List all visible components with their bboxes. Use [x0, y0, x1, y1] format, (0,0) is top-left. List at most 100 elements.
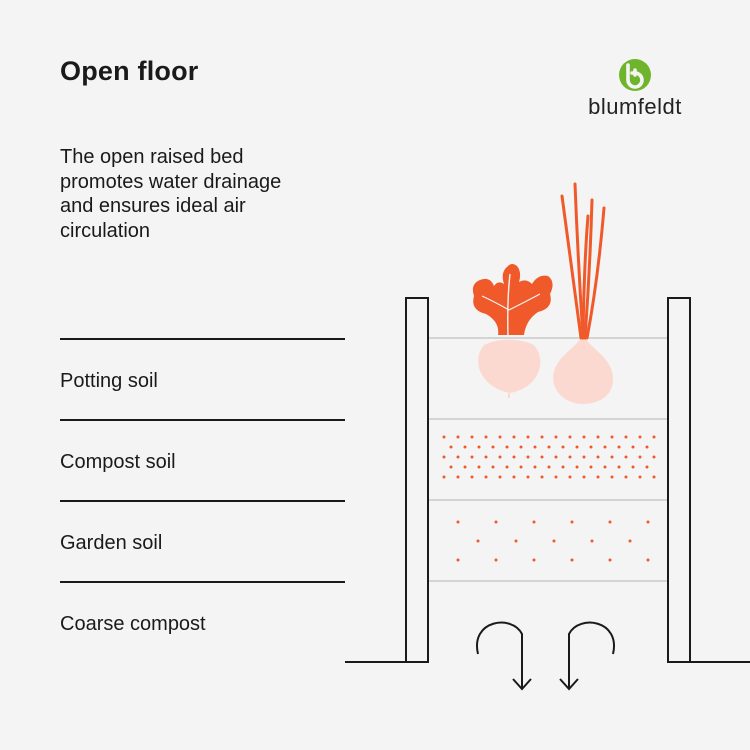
- soil-dot: [569, 436, 572, 439]
- soil-dot: [555, 436, 558, 439]
- soil-dot: [477, 540, 480, 543]
- soil-dot: [625, 456, 628, 459]
- soil-dot: [450, 466, 453, 469]
- soil-dot: [533, 521, 536, 524]
- left-wall: [406, 298, 428, 662]
- soil-dot: [492, 466, 495, 469]
- soil-dot: [471, 476, 474, 479]
- soil-dot: [513, 476, 516, 479]
- soil-dot: [590, 466, 593, 469]
- soil-dot: [485, 436, 488, 439]
- soil-dot: [590, 446, 593, 449]
- soil-dot: [495, 559, 498, 562]
- soil-dot: [647, 521, 650, 524]
- soil-dot: [513, 456, 516, 459]
- soil-dot: [520, 466, 523, 469]
- soil-dot: [629, 540, 632, 543]
- soil-dot: [533, 559, 536, 562]
- soil-dot: [597, 456, 600, 459]
- soil-dot: [548, 446, 551, 449]
- soil-dot: [555, 476, 558, 479]
- soil-dot: [499, 436, 502, 439]
- soil-dot: [506, 446, 509, 449]
- soil-dot: [464, 466, 467, 469]
- soil-dot: [562, 466, 565, 469]
- soil-dot: [495, 521, 498, 524]
- soil-dot: [632, 466, 635, 469]
- soil-dot: [646, 446, 649, 449]
- soil-dot: [443, 456, 446, 459]
- soil-dot: [625, 436, 628, 439]
- soil-dot: [499, 476, 502, 479]
- soil-dot: [571, 521, 574, 524]
- soil-dot: [520, 446, 523, 449]
- soil-dot: [604, 446, 607, 449]
- soil-dot: [639, 456, 642, 459]
- soil-dot: [569, 476, 572, 479]
- soil-dot: [653, 476, 656, 479]
- airflow-arrow-icon: [560, 623, 614, 689]
- soil-dot: [471, 456, 474, 459]
- soil-dot: [534, 466, 537, 469]
- soil-dot: [464, 446, 467, 449]
- soil-dot: [478, 446, 481, 449]
- soil-dot: [499, 456, 502, 459]
- soil-dot: [611, 456, 614, 459]
- soil-dot: [457, 476, 460, 479]
- soil-dot: [653, 456, 656, 459]
- soil-dot: [609, 521, 612, 524]
- soil-dot: [618, 446, 621, 449]
- soil-dot: [597, 476, 600, 479]
- soil-dot: [611, 476, 614, 479]
- soil-dot: [611, 436, 614, 439]
- soil-dot: [653, 436, 656, 439]
- soil-dot: [591, 540, 594, 543]
- soil-dot: [457, 521, 460, 524]
- soil-dot: [576, 446, 579, 449]
- onion-icon: [553, 184, 613, 404]
- soil-dot: [527, 476, 530, 479]
- soil-dot: [534, 446, 537, 449]
- soil-dot: [541, 456, 544, 459]
- soil-dot: [513, 436, 516, 439]
- soil-dot: [527, 436, 530, 439]
- soil-dot: [609, 559, 612, 562]
- soil-dot: [632, 446, 635, 449]
- soil-dot: [485, 476, 488, 479]
- soil-dot: [548, 466, 551, 469]
- soil-dot: [569, 456, 572, 459]
- drainage-arrow-icon: [477, 623, 531, 689]
- soil-dot: [471, 436, 474, 439]
- soil-dot: [485, 456, 488, 459]
- soil-dot: [443, 476, 446, 479]
- soil-dot: [443, 436, 446, 439]
- soil-dot: [625, 476, 628, 479]
- soil-dot: [515, 540, 518, 543]
- beetroot-icon: [473, 264, 553, 398]
- right-wall: [668, 298, 690, 662]
- soil-dot: [553, 540, 556, 543]
- soil-dot: [647, 559, 650, 562]
- soil-dot: [457, 436, 460, 439]
- soil-dot: [583, 436, 586, 439]
- soil-dot: [618, 466, 621, 469]
- soil-dot: [583, 476, 586, 479]
- soil-dot: [541, 476, 544, 479]
- garden-soil-dots: [457, 521, 650, 562]
- soil-dot: [639, 476, 642, 479]
- soil-dot: [492, 446, 495, 449]
- soil-dot: [597, 436, 600, 439]
- soil-dot: [576, 466, 579, 469]
- soil-dot: [478, 466, 481, 469]
- compost-soil-dots: [443, 436, 656, 479]
- soil-dot: [571, 559, 574, 562]
- soil-dot: [457, 456, 460, 459]
- soil-dot: [583, 456, 586, 459]
- soil-dot: [562, 446, 565, 449]
- soil-dot: [604, 466, 607, 469]
- soil-dot: [506, 466, 509, 469]
- soil-dot: [450, 446, 453, 449]
- soil-dot: [527, 456, 530, 459]
- soil-dot: [555, 456, 558, 459]
